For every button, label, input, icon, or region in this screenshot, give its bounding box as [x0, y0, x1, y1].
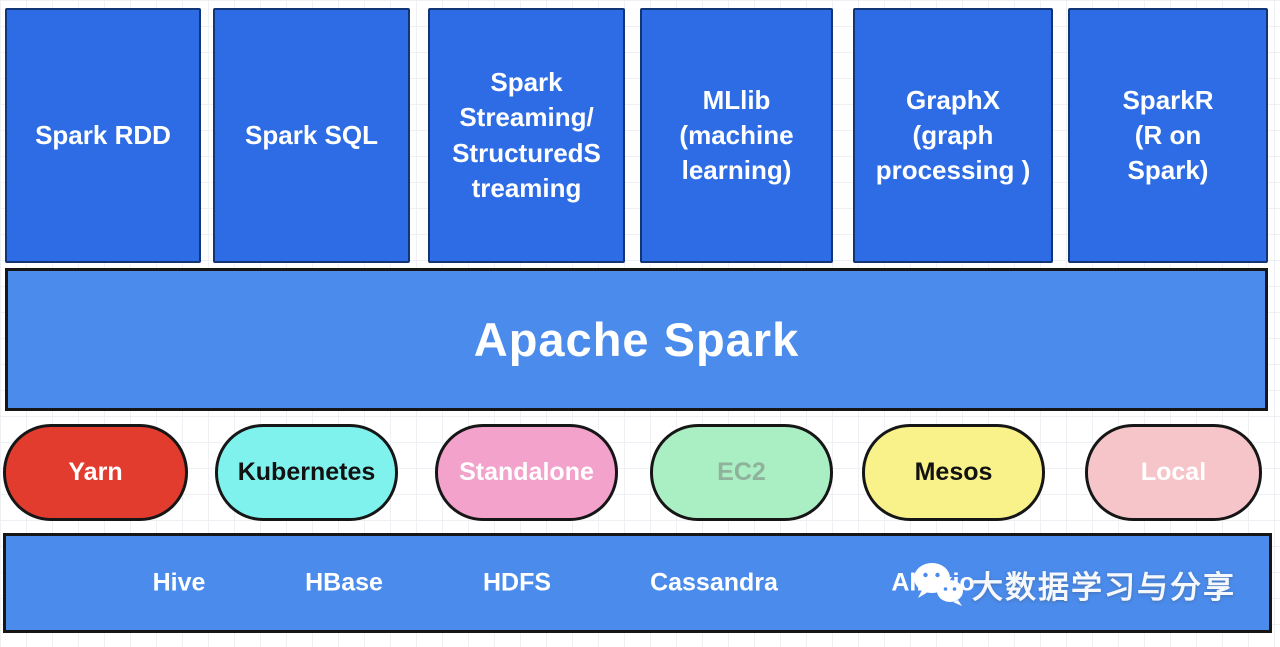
- cluster-pill-yarn: Yarn: [3, 424, 188, 521]
- watermark-text: 大数据学习与分享: [972, 569, 1236, 605]
- component-box-mllib: MLlib (machine learning): [640, 8, 833, 263]
- cluster-pill-standalone: Standalone: [435, 424, 618, 521]
- cluster-pill-kubernetes: Kubernetes: [215, 424, 398, 521]
- component-box-spark-sql: Spark SQL: [213, 8, 410, 263]
- storage-label-hbase: HBase: [305, 568, 383, 597]
- component-box-spark-streaming: Spark Streaming/ StructuredS treaming: [428, 8, 625, 263]
- storage-label-cassandra: Cassandra: [650, 568, 778, 597]
- cluster-pill-local: Local: [1085, 424, 1262, 521]
- wechat-icon: [914, 563, 963, 606]
- component-box-spark-rdd: Spark RDD: [5, 8, 201, 263]
- storage-label-hive: Hive: [152, 568, 206, 597]
- component-box-sparkr: SparkR (R on Spark): [1068, 8, 1268, 263]
- cluster-pill-ec2: EC2: [650, 424, 833, 521]
- storage-label-hdfs: HDFS: [482, 568, 552, 597]
- cluster-pill-mesos: Mesos: [862, 424, 1045, 521]
- storage-banner: Hive HBase HDFS Cassandra Alluxio: [3, 533, 1272, 633]
- apache-spark-title: Apache Spark: [473, 313, 800, 366]
- apache-spark-banner: Apache Spark: [5, 268, 1268, 411]
- component-box-graphx: GraphX (graph processing ): [853, 8, 1053, 263]
- watermark: 大数据学习与分享: [912, 560, 1236, 608]
